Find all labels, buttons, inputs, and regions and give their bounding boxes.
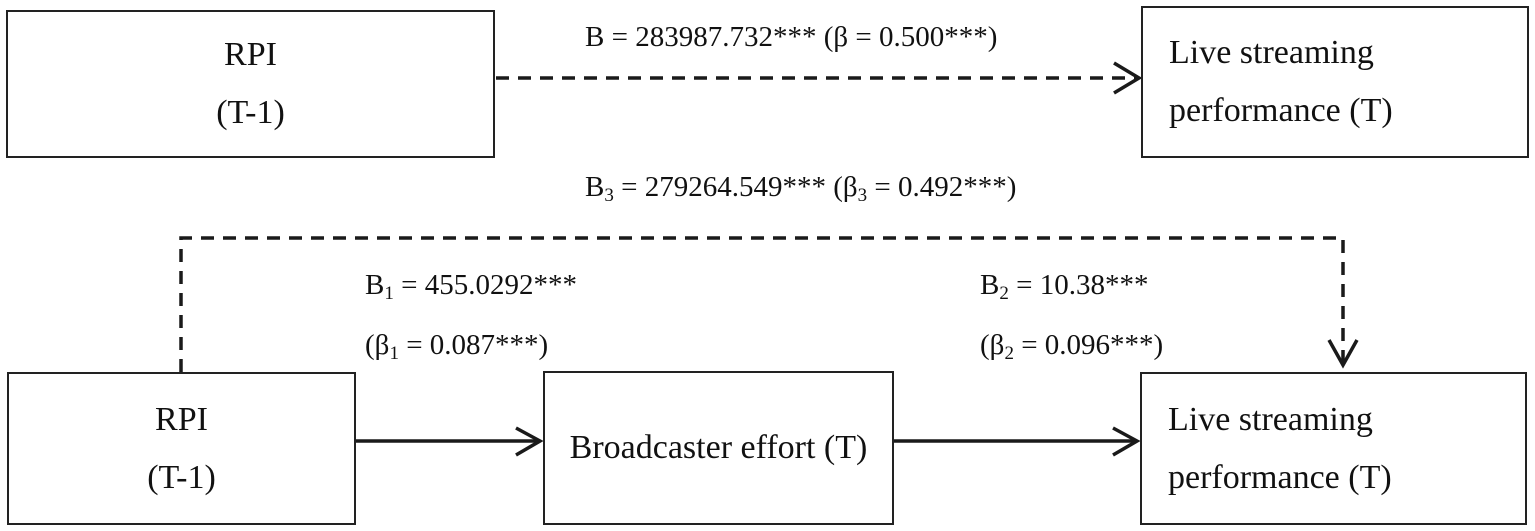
total-effect-coef-value: 283987.732*** (635, 21, 817, 53)
path-b-coef-sub: 2 (999, 283, 1009, 304)
direct-effect-arrowhead-icon (1327, 339, 1359, 369)
bottom-predictor-time: (T-1) (147, 458, 216, 496)
top-predictor-time: (T-1) (216, 94, 285, 131)
direct-effect-label: B3 = 279264.549*** (β3 = 0.492***) (585, 171, 1017, 206)
path-b-std-sub: 2 (1004, 343, 1014, 364)
path-b-coef-label: B2 = 10.38*** (980, 269, 1149, 304)
path-b-arrowhead-icon (1112, 426, 1141, 457)
path-a-coef-symbol: B (365, 269, 385, 301)
path-b-std-value: 0.096*** (1044, 329, 1154, 361)
path-a-std-value: 0.087*** (429, 329, 539, 361)
top-predictor-box: RPI (T-1) (6, 10, 495, 158)
top-outcome-line1: Live streaming (1169, 34, 1374, 71)
path-a-std-symbol: β (374, 329, 390, 361)
path-b-std-symbol: β (989, 329, 1005, 361)
direct-effect-coef-symbol: B (585, 171, 605, 203)
direct-effect-coef-value: 279264.549*** (644, 171, 826, 203)
direct-effect-std-sub: 3 (857, 185, 868, 206)
path-a-coef-value: 455.0292*** (424, 269, 577, 301)
direct-effect-arrow-line (179, 236, 1345, 372)
top-predictor-name: RPI (224, 36, 277, 73)
bottom-predictor-box: RPI (T-1) (7, 372, 356, 525)
path-b-coef-value: 10.38*** (1039, 269, 1149, 301)
top-outcome-line2: performance (T) (1169, 92, 1393, 129)
total-effect-arrowhead-icon (1113, 61, 1143, 95)
path-a-coef-sub: 1 (384, 283, 394, 304)
path-a-std-sub: 1 (389, 343, 399, 364)
path-a-arrowhead-icon (515, 426, 544, 457)
path-b-coef-symbol: B (980, 269, 1000, 301)
direct-effect-std-symbol: β (842, 171, 858, 203)
path-a-coef-label: B1 = 455.0292*** (365, 269, 577, 304)
mediator-box: Broadcaster effort (T) (543, 371, 894, 525)
total-effect-std-symbol: β (833, 21, 849, 53)
bottom-outcome-line2: performance (T) (1168, 458, 1392, 496)
bottom-outcome-box: Live streaming performance (T) (1140, 372, 1527, 525)
bottom-predictor-name: RPI (155, 400, 208, 438)
path-a-std-label: (β1 = 0.087***) (365, 329, 549, 364)
top-outcome-box: Live streaming performance (T) (1141, 6, 1529, 158)
total-effect-label: B = 283987.732*** (β = 0.500***) (585, 21, 998, 53)
path-b-std-label: (β2 = 0.096***) (980, 329, 1164, 364)
bottom-outcome-line1: Live streaming (1168, 400, 1373, 438)
direct-effect-coef-sub: 3 (604, 185, 614, 206)
mediator-label: Broadcaster effort (T) (569, 429, 868, 466)
direct-effect-std-value: 0.492*** (898, 171, 1007, 203)
total-effect-std-value: 0.500*** (879, 21, 988, 53)
total-effect-coef-symbol: B (585, 21, 605, 53)
